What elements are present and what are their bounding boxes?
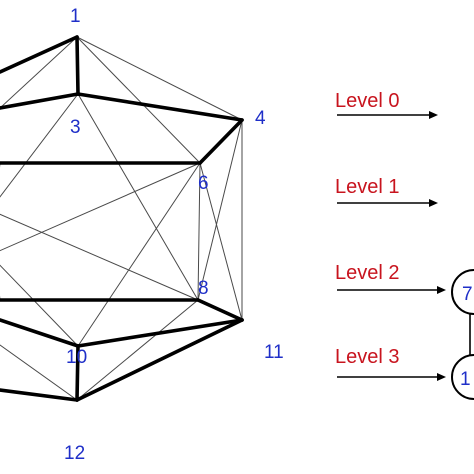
level-0-label: Level 0 bbox=[335, 90, 400, 112]
thin-edge bbox=[76, 36, 243, 121]
level-0-arrow-head bbox=[429, 111, 438, 119]
node-label-10: 10 bbox=[66, 347, 87, 368]
thick-edge bbox=[75, 35, 80, 96]
thin-edge bbox=[0, 162, 201, 252]
thin-edge bbox=[77, 162, 201, 347]
graph-edges bbox=[0, 35, 244, 402]
thin-edge bbox=[76, 36, 201, 164]
thin-edge bbox=[199, 162, 243, 321]
thin-edge bbox=[77, 93, 199, 301]
level-3-arrow-head bbox=[437, 373, 446, 381]
thick-edge bbox=[75, 344, 80, 402]
node-label-12: 12 bbox=[64, 443, 85, 464]
level-2-row: Level 2 7 bbox=[335, 262, 474, 315]
thick-edge bbox=[198, 118, 244, 165]
thick-edge bbox=[196, 298, 244, 322]
thick-edge bbox=[0, 35, 79, 74]
level-1-arrow-head bbox=[429, 199, 438, 207]
thin-edge bbox=[197, 119, 243, 301]
thin-edge bbox=[76, 299, 199, 401]
node-label-6: 6 bbox=[198, 173, 209, 194]
thin-edge bbox=[0, 344, 78, 401]
node-label-4: 4 bbox=[255, 108, 266, 129]
level-legend: Level 0 Level 1 Level 2 7 Level 3 1 bbox=[335, 90, 474, 400]
thin-edge bbox=[0, 213, 199, 301]
thin-edge bbox=[197, 162, 201, 301]
level-2-arrow-head bbox=[437, 286, 446, 294]
level-1-row: Level 1 bbox=[335, 176, 438, 207]
node-label-11: 11 bbox=[264, 342, 284, 363]
thick-edge bbox=[0, 318, 80, 348]
level-2-node-label: 7 bbox=[462, 284, 473, 305]
level-3-label: Level 3 bbox=[335, 346, 400, 368]
node-label-1: 1 bbox=[70, 6, 81, 27]
thick-edge bbox=[0, 388, 79, 402]
level-2-label: Level 2 bbox=[335, 262, 400, 284]
node-label-8: 8 bbox=[198, 278, 209, 299]
thin-edge bbox=[0, 36, 78, 109]
node-labels: 1 3 4 6 8 10 11 12 bbox=[64, 6, 284, 464]
thick-edge bbox=[76, 318, 244, 348]
level-3-node bbox=[451, 354, 474, 400]
level-3-row: Level 3 1 bbox=[335, 346, 474, 400]
thin-edge bbox=[0, 93, 79, 198]
thick-edge bbox=[0, 92, 80, 110]
node-label-3: 3 bbox=[70, 117, 81, 138]
thick-edge bbox=[75, 318, 244, 402]
level-0-row: Level 0 bbox=[335, 90, 438, 119]
level-2-node bbox=[451, 269, 474, 315]
level-3-node-label: 1 bbox=[460, 369, 471, 390]
thick-edge bbox=[76, 92, 244, 122]
level-1-label: Level 1 bbox=[335, 176, 400, 198]
